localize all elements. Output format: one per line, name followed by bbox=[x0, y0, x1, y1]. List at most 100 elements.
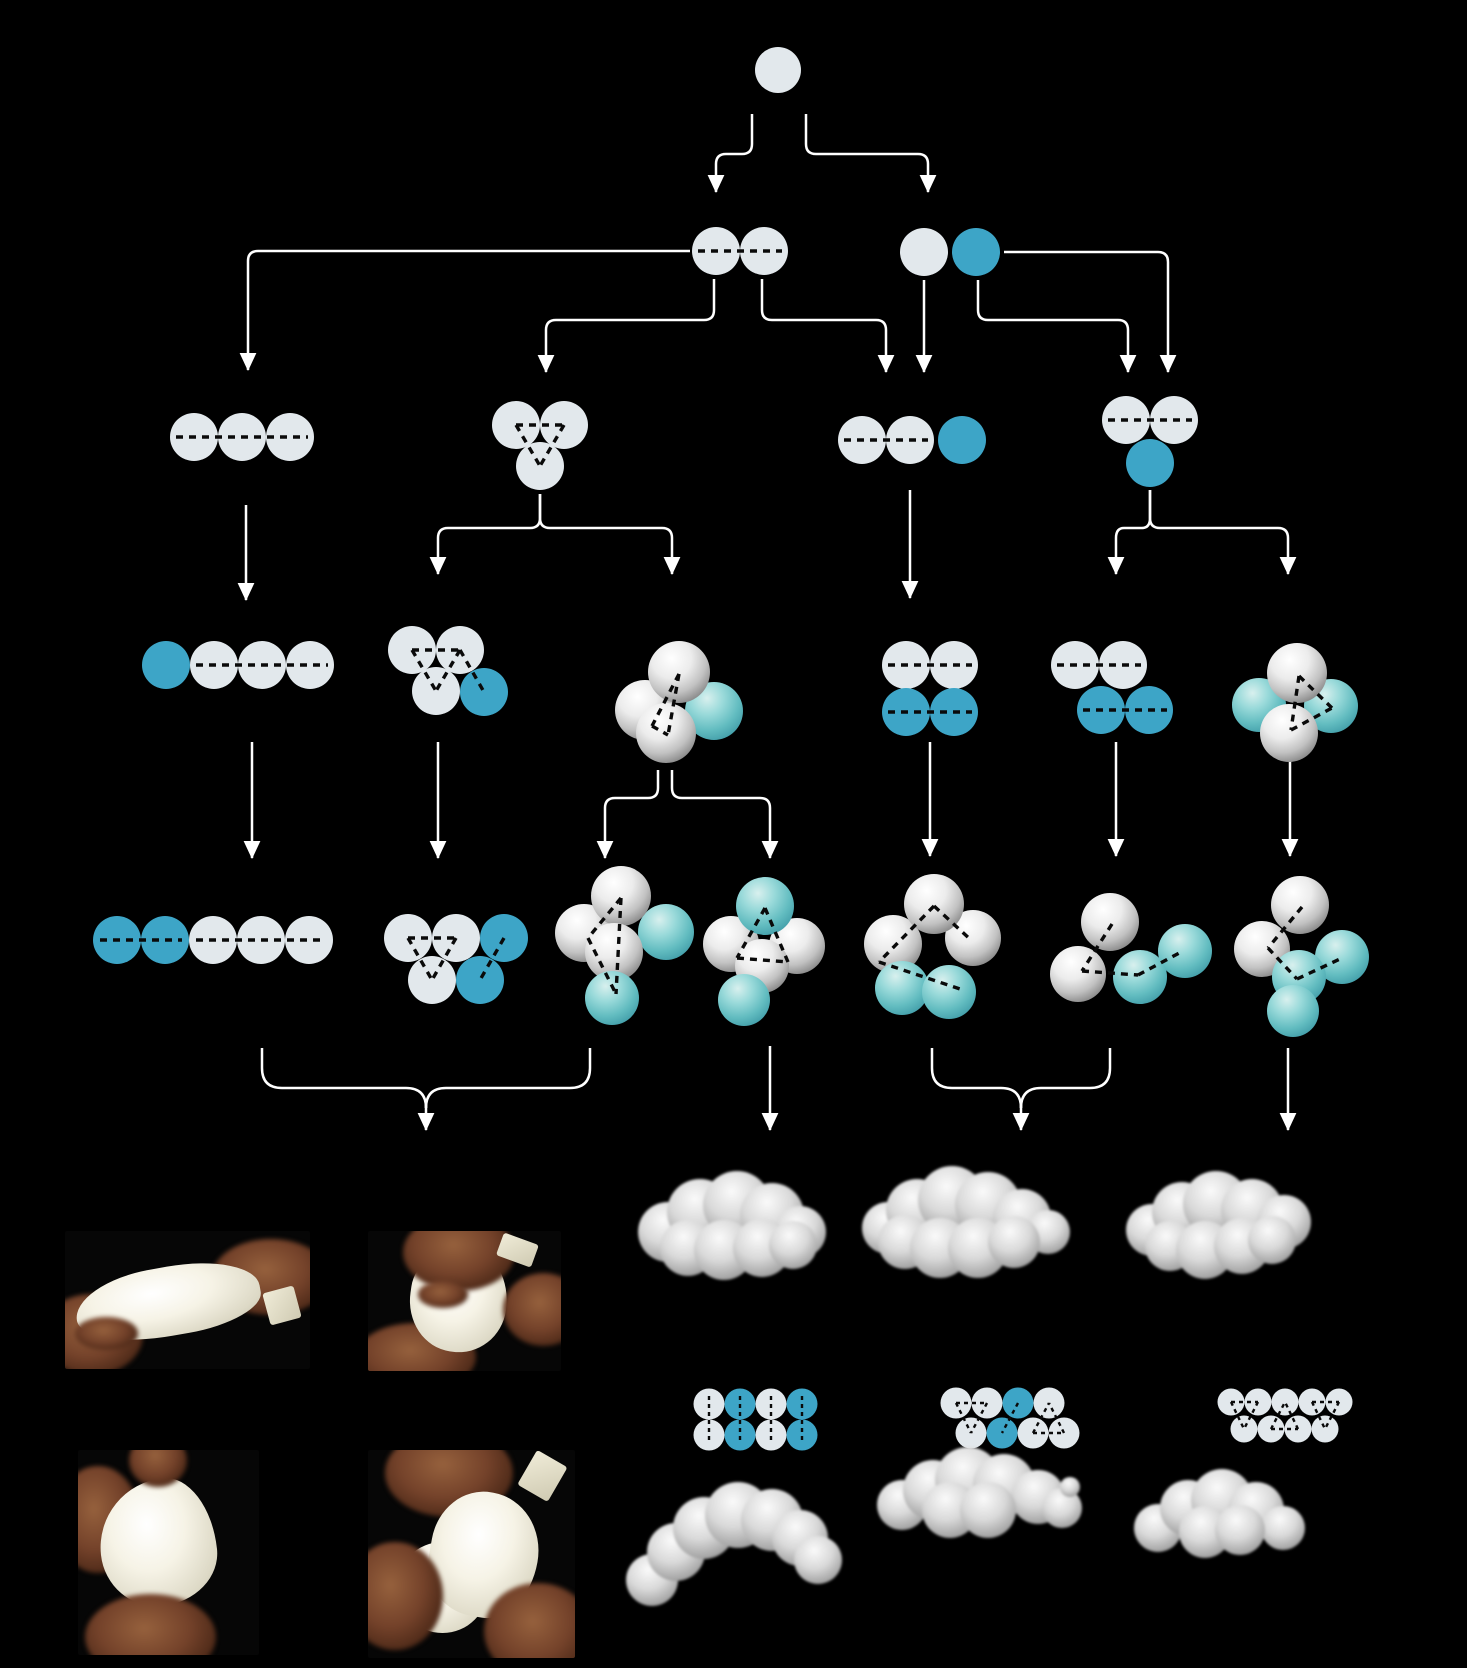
white-ball bbox=[1271, 876, 1329, 934]
bond-dash bbox=[666, 673, 681, 736]
bond-dash bbox=[1229, 1401, 1246, 1430]
render-blob-bottom-3 bbox=[1134, 1469, 1305, 1558]
node-quad4-square-2teal bbox=[882, 641, 978, 736]
teal-ball bbox=[585, 971, 639, 1025]
blob-lobe bbox=[1261, 1506, 1305, 1550]
teal-ball bbox=[786, 1419, 818, 1451]
white-ball bbox=[408, 956, 456, 1004]
render-blob-bottom-1 bbox=[626, 1482, 842, 1606]
node-row4-1teal-3white bbox=[142, 641, 334, 689]
node-penta5-3d-c bbox=[864, 874, 1001, 1019]
white-ball bbox=[286, 641, 334, 689]
bond-dash bbox=[651, 724, 669, 737]
teal-ball bbox=[142, 641, 190, 689]
node-row3-2white-1teal bbox=[838, 416, 986, 464]
bond-dash bbox=[1047, 1402, 1066, 1434]
connector-brace-left-a bbox=[260, 1048, 428, 1109]
teal-ball bbox=[1315, 930, 1369, 984]
node-pair-white-teal bbox=[900, 228, 1000, 276]
connector-pairw-to-row3 bbox=[239, 249, 690, 371]
connector-root-to-pair-teal bbox=[804, 114, 937, 193]
node-penta5-3d-d bbox=[1234, 876, 1369, 1037]
bond-dash bbox=[430, 937, 458, 981]
white-ball bbox=[648, 641, 710, 703]
teal-ball bbox=[1113, 950, 1167, 1004]
render-blob-top-3 bbox=[1126, 1171, 1311, 1279]
bond-dash bbox=[1310, 1401, 1327, 1430]
node-tetra4-3d-2teal bbox=[1232, 643, 1358, 762]
bond-dash bbox=[1242, 1401, 1260, 1430]
node-root-single-white bbox=[755, 47, 801, 93]
bond-dash bbox=[538, 424, 566, 467]
node-row3-white bbox=[170, 413, 314, 461]
node-tri3-white bbox=[492, 401, 588, 490]
bond-dash bbox=[1080, 923, 1114, 972]
white-ball bbox=[864, 915, 922, 973]
connectors-layer bbox=[237, 114, 1299, 1131]
node-tri3-white-plus-teal bbox=[388, 626, 508, 716]
bond-dash bbox=[1289, 675, 1301, 731]
blob-lobe bbox=[1248, 1216, 1296, 1264]
blob-lobe bbox=[794, 1536, 842, 1584]
white-ball bbox=[266, 413, 314, 461]
white-ball bbox=[693, 1419, 725, 1451]
connector-root-to-pair-white bbox=[707, 114, 754, 193]
bond-dash bbox=[1283, 1401, 1300, 1430]
bond-dash bbox=[410, 649, 438, 692]
bond-dash bbox=[1000, 1402, 1020, 1434]
teal-ball bbox=[1126, 439, 1174, 487]
node-cluster5-flat-2teal bbox=[384, 914, 528, 1004]
white-ball bbox=[755, 1419, 787, 1451]
white-ball bbox=[1311, 1415, 1339, 1443]
white-ball bbox=[755, 47, 801, 93]
node-strip8-alternating-teal bbox=[693, 1388, 818, 1451]
connector-pairt-to-tri3teal-right bbox=[1004, 250, 1177, 373]
bond-dash bbox=[458, 649, 486, 693]
node-tri3-2white-1teal bbox=[1102, 396, 1198, 487]
bond-dash bbox=[1081, 969, 1139, 977]
white-ball bbox=[1260, 704, 1318, 762]
teal-ball bbox=[638, 904, 694, 960]
render-blob-top-2 bbox=[862, 1166, 1070, 1278]
white-ball bbox=[591, 866, 651, 926]
bond-dash bbox=[877, 904, 936, 964]
render-blob-bottom-2 bbox=[877, 1447, 1082, 1538]
bond-dash bbox=[1031, 1402, 1051, 1434]
bond-dash bbox=[406, 937, 434, 981]
connector-pairw-to-tri3 bbox=[537, 279, 716, 373]
bond-dash bbox=[1269, 1401, 1287, 1430]
blob-lobe bbox=[988, 1216, 1040, 1268]
node-tetra4-3d-1teal bbox=[615, 641, 743, 763]
bond-dash bbox=[586, 896, 623, 940]
bond-dash bbox=[969, 1402, 989, 1434]
white-ball bbox=[900, 228, 948, 276]
teal-ball bbox=[952, 228, 1000, 276]
blob-lobe bbox=[1215, 1505, 1265, 1555]
bond-dash bbox=[478, 937, 506, 981]
white-ball bbox=[1050, 946, 1106, 1002]
connector-brace-left-b bbox=[424, 1048, 592, 1109]
bond-dash bbox=[586, 937, 618, 995]
white-ball bbox=[1081, 893, 1139, 951]
white-ball bbox=[1271, 1388, 1299, 1416]
blob-lobe bbox=[769, 1221, 817, 1269]
connector-tetra4-to-penta-b bbox=[670, 770, 779, 859]
bond-dash bbox=[1266, 905, 1304, 950]
connector-brace-right-a bbox=[930, 1048, 1023, 1109]
teal-ball bbox=[875, 961, 929, 1015]
connector-tri3teal-to-tetra4-2teal bbox=[1148, 490, 1297, 575]
teal-ball bbox=[1158, 924, 1212, 978]
bond-dash bbox=[434, 649, 462, 692]
bond-dash bbox=[878, 960, 964, 992]
bond-dash bbox=[1296, 957, 1341, 981]
connector-tetra4-to-penta-a bbox=[596, 770, 660, 859]
teal-ball bbox=[938, 416, 986, 464]
bond-dash bbox=[514, 424, 542, 467]
blob-lobe bbox=[1060, 1477, 1080, 1497]
node-penta5-3d-b bbox=[703, 877, 825, 1026]
white-ball bbox=[1230, 1415, 1258, 1443]
teal-ball bbox=[922, 965, 976, 1019]
node-penta5-3d-a bbox=[555, 866, 694, 1025]
teal-ball bbox=[718, 974, 770, 1026]
